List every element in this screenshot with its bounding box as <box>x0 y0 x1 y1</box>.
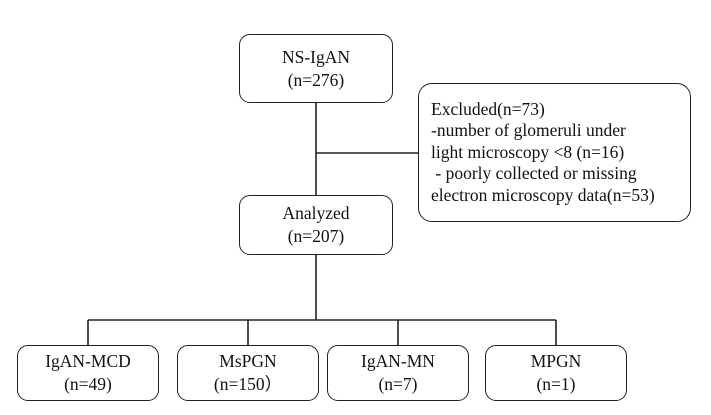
category-count: (n=49) <box>64 374 112 394</box>
category-box-mspgn: MsPGN (n=150） <box>177 345 319 401</box>
category-label: MPGN <box>530 351 582 371</box>
excluded-reason-line: light microscopy <8 (n=16) <box>431 141 625 162</box>
excluded-box: Excluded(n=73) -number of glomeruli unde… <box>418 83 691 222</box>
category-box-mpgn: MPGN (n=1) <box>485 345 627 401</box>
ns-igan-label: NS-IgAN <box>281 46 351 67</box>
category-count: (n=150） <box>213 374 283 394</box>
excluded-reason-line: - poorly collected or missing <box>431 163 637 184</box>
excluded-title: Excluded(n=73) <box>431 98 545 119</box>
ns-igan-box: NS-IgAN (n=276) <box>239 34 393 103</box>
category-label: IgAN-MCD <box>45 351 131 371</box>
ns-igan-count: (n=276) <box>287 69 345 90</box>
excluded-reason-line: electron microscopy data(n=53) <box>431 184 655 205</box>
analyzed-label: Analyzed <box>282 203 350 223</box>
category-count: (n=7) <box>378 374 418 394</box>
category-label: IgAN-MN <box>361 351 435 371</box>
category-box-igan-mn: IgAN-MN (n=7) <box>327 345 469 401</box>
category-box-igan-mcd: IgAN-MCD (n=49) <box>17 345 159 401</box>
category-count: (n=1) <box>536 374 576 394</box>
analyzed-box: Analyzed (n=207) <box>239 195 393 255</box>
excluded-reason-line: -number of glomeruli under <box>431 120 626 141</box>
category-label: MsPGN <box>219 351 277 371</box>
analyzed-count: (n=207) <box>287 226 345 246</box>
